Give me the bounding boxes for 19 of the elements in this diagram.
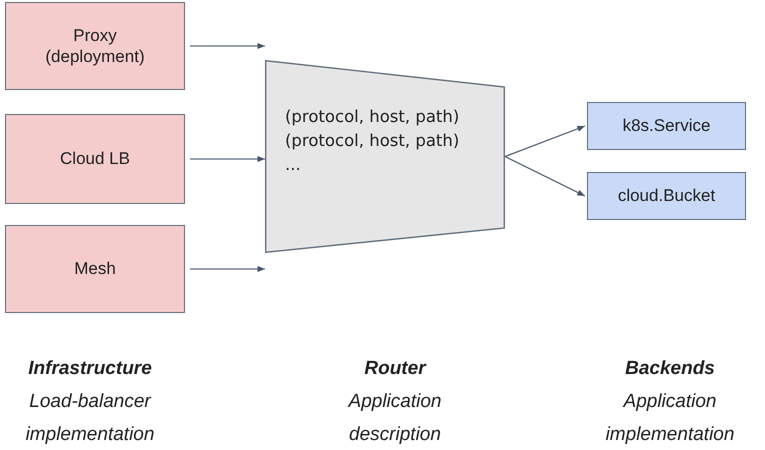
backend-box: k8s.Service [587, 102, 746, 150]
column-heading: Router [363, 357, 428, 381]
arrow [190, 42, 265, 50]
arrow [504, 156, 586, 196]
column-description: Application implementation [604, 390, 736, 447]
infrastructure-box: Proxy (deployment) [5, 2, 185, 90]
backend-box: cloud.Bucket [587, 172, 746, 220]
column-heading: Infrastructure [27, 357, 153, 381]
column-heading: Backends [624, 357, 716, 381]
route-entry: (protocol, host, path) [285, 130, 460, 152]
route-entry: (protocol, host, path) [285, 106, 460, 128]
column-description: Application description [346, 390, 442, 447]
arrow [190, 266, 265, 272]
arrow [190, 156, 265, 162]
infrastructure-box: Mesh [5, 225, 185, 313]
route-entry: ... [285, 154, 302, 176]
column-description: Load-balancer implementation [24, 390, 156, 447]
arrow [504, 125, 586, 158]
infrastructure-box: Cloud LB [5, 114, 185, 204]
